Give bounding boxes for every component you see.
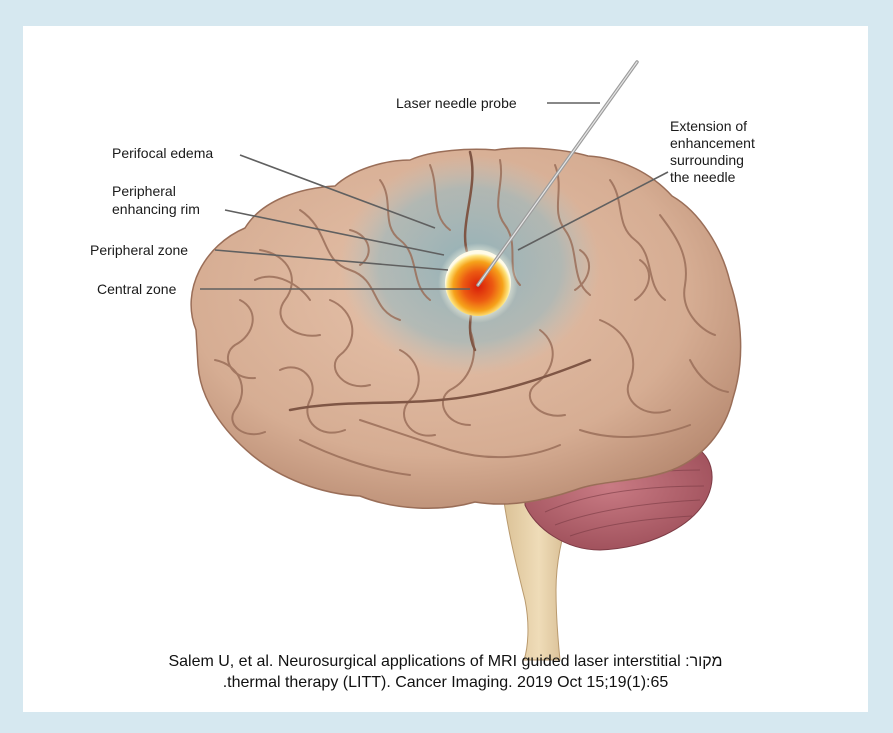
label-extension-line4: the needle bbox=[670, 169, 736, 185]
label-central-zone: Central zone bbox=[97, 281, 177, 297]
label-extension-line2: enhancement bbox=[670, 135, 755, 151]
caption-line2: .thermal therapy (LITT). Cancer Imaging.… bbox=[23, 672, 868, 693]
caption: Salem U, et al. Neurosurgical applicatio… bbox=[23, 651, 868, 693]
label-extension-line3: surrounding bbox=[670, 152, 744, 168]
label-peripheral-rim-line1: Peripheral bbox=[112, 183, 176, 199]
label-laser-needle-probe: Laser needle probe bbox=[396, 95, 517, 111]
caption-line1: Salem U, et al. Neurosurgical applicatio… bbox=[23, 651, 868, 672]
label-peripheral-rim-line2: enhancing rim bbox=[112, 201, 200, 217]
label-extension-line1: Extension of bbox=[670, 118, 747, 134]
label-perifocal-edema: Perifocal edema bbox=[112, 145, 213, 161]
label-peripheral-zone: Peripheral zone bbox=[90, 242, 188, 258]
